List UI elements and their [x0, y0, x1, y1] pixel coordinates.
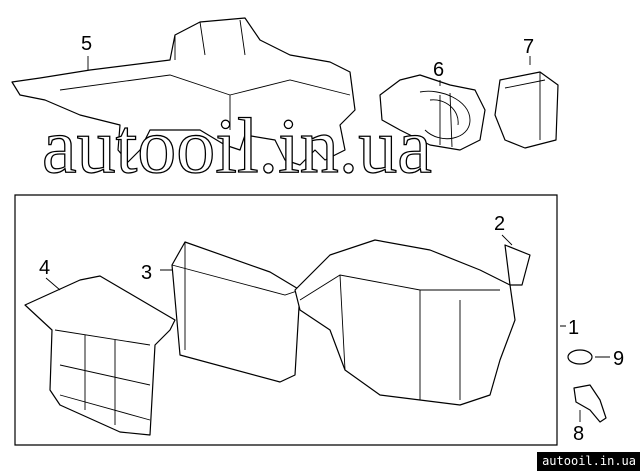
callout-6: 6: [433, 59, 444, 81]
callout-7: 7: [523, 36, 534, 58]
watermark-badge: autooil.in.ua: [537, 452, 640, 471]
callout-4: 4: [39, 257, 50, 279]
part-4-filter-cover: [24, 275, 176, 436]
part-2-bracket: [504, 244, 531, 286]
callout-5: 5: [81, 33, 92, 55]
part-1-air-cleaner-case: [294, 239, 516, 406]
leader-lines: [45, 56, 610, 422]
callout-1: 1: [568, 317, 579, 339]
watermark: autooil.in.ua: [42, 102, 432, 189]
callout-8: 8: [573, 423, 584, 445]
part-7-resonator: [494, 71, 559, 149]
part-3-air-filter: [171, 241, 301, 383]
callout-9: 9: [613, 348, 624, 370]
part-9-grommet: [567, 349, 593, 365]
part-8-clip: [573, 384, 607, 423]
assembly-box: [14, 194, 558, 446]
part-5-intake-duct: [11, 17, 356, 166]
callout-2: 2: [494, 213, 505, 235]
callout-3: 3: [141, 262, 152, 284]
part-6-hose: [379, 74, 486, 151]
